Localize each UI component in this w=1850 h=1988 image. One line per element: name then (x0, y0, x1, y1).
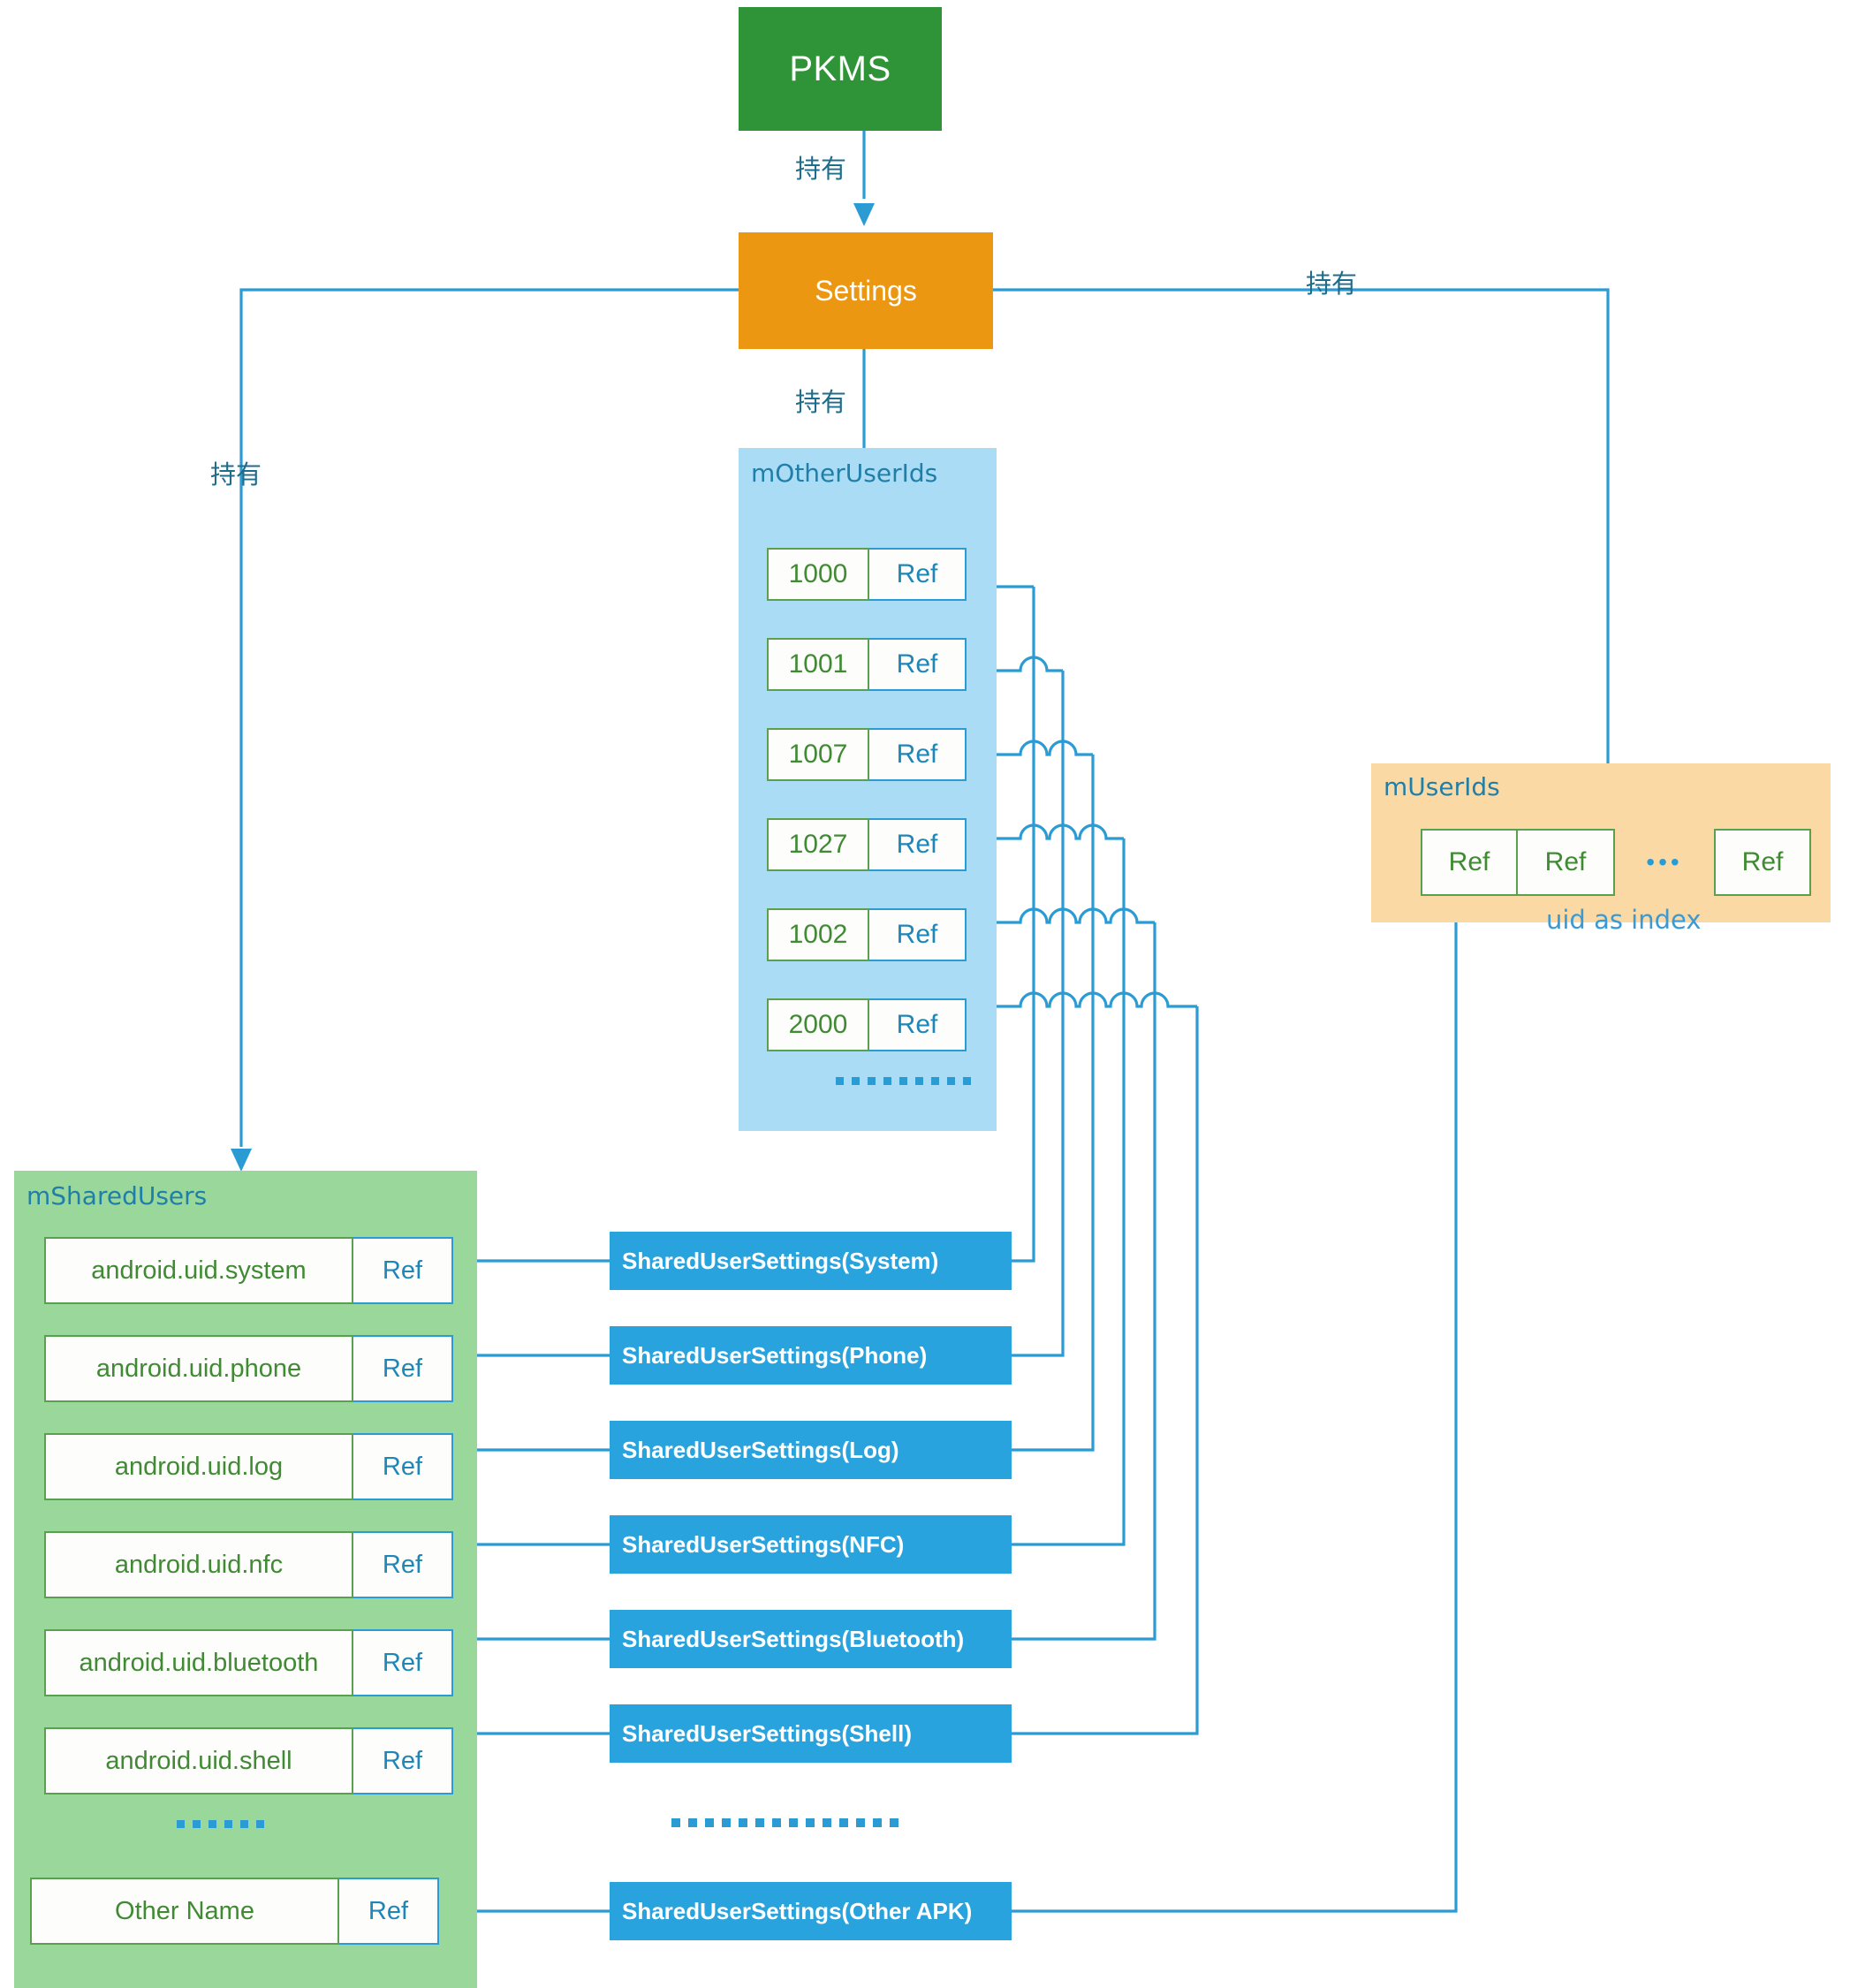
wire-other-1001-v (1012, 671, 1065, 1357)
shared-user-name-cell: android.uid.nfc (44, 1531, 353, 1598)
user-ids-cell-list: Ref Ref ••• Ref (1421, 829, 1811, 896)
ref-cell[interactable]: Ref (869, 818, 967, 871)
table-row[interactable]: android.uid.shell Ref (44, 1727, 453, 1795)
shared-user-settings-ellipsis (671, 1818, 898, 1827)
uid-cell: 2000 (767, 998, 869, 1051)
wire-settings-useridx (993, 288, 1610, 763)
ref-cell[interactable]: Ref (869, 548, 967, 601)
node-shared-user-settings-log[interactable]: SharedUserSettings(Log) (610, 1421, 1012, 1479)
uid-cell: 1027 (767, 818, 869, 871)
edge-label-settings-otheruserids: 持有 (795, 387, 847, 417)
ref-cell[interactable]: Ref (353, 1433, 453, 1500)
table-row[interactable]: 2000 Ref (767, 998, 967, 1051)
table-row[interactable]: android.uid.system Ref (44, 1237, 453, 1304)
wire-other-2000-v (1012, 1006, 1199, 1735)
container-user-ids-title: mUserIds (1384, 772, 1500, 801)
node-label: SharedUserSettings(Phone) (622, 1341, 928, 1369)
table-row[interactable]: 1027 Ref (767, 818, 967, 871)
ref-cell[interactable]: Ref (1714, 829, 1811, 896)
ref-cell[interactable]: Ref (339, 1878, 439, 1945)
uid-cell: 1000 (767, 548, 869, 601)
arrowhead-settings-sharedusers (231, 1149, 252, 1172)
other-user-ids-ellipsis (836, 1077, 971, 1085)
table-row[interactable]: 1007 Ref (767, 728, 967, 781)
wire-other-1000-v (1012, 587, 1035, 1263)
container-other-user-ids: mOtherUserIds 1000 Ref 1001 Ref 1007 Ref… (739, 448, 997, 1131)
shared-user-name-cell: android.uid.bluetooth (44, 1629, 353, 1696)
node-settings[interactable]: Settings (739, 232, 993, 349)
edge-label-settings-sharedusers: 持有 (210, 459, 262, 489)
edge-label-pkms-settings: 持有 (795, 154, 847, 184)
node-pkms[interactable]: PKMS (739, 7, 942, 131)
shared-users-ellipsis (177, 1820, 264, 1828)
shared-user-name-cell: android.uid.shell (44, 1727, 353, 1795)
node-shared-user-settings-other-apk[interactable]: SharedUserSettings(Other APK) (610, 1882, 1012, 1940)
ref-cell[interactable]: Ref (869, 728, 967, 781)
node-label: SharedUserSettings(Shell) (622, 1719, 912, 1747)
container-user-ids: mUserIds Ref Ref ••• Ref uid as index (1371, 763, 1831, 935)
node-shared-user-settings-nfc[interactable]: SharedUserSettings(NFC) (610, 1515, 1012, 1574)
node-shared-user-settings-shell[interactable]: SharedUserSettings(Shell) (610, 1704, 1012, 1763)
table-row[interactable]: 1001 Ref (767, 638, 967, 691)
node-label: SharedUserSettings(Bluetooth) (622, 1625, 965, 1652)
ref-cell[interactable]: Ref (353, 1629, 453, 1696)
table-row[interactable]: android.uid.log Ref (44, 1433, 453, 1500)
ref-cell[interactable]: Ref (1421, 829, 1518, 896)
node-pkms-label: PKMS (789, 49, 891, 88)
node-settings-label: Settings (815, 274, 917, 307)
table-row[interactable]: android.uid.nfc Ref (44, 1531, 453, 1598)
container-other-user-ids-title: mOtherUserIds (751, 459, 938, 488)
ref-cell[interactable]: Ref (869, 998, 967, 1051)
node-shared-user-settings-phone[interactable]: SharedUserSettings(Phone) (610, 1326, 1012, 1385)
ref-cell[interactable]: Ref (353, 1531, 453, 1598)
uid-cell: 1001 (767, 638, 869, 691)
shared-users-row-list: android.uid.system Ref android.uid.phone… (44, 1237, 453, 1825)
table-row[interactable]: 1002 Ref (767, 908, 967, 961)
ref-cell[interactable]: Ref (869, 638, 967, 691)
ref-cell[interactable]: Ref (353, 1335, 453, 1402)
wire-settings-sharedusers (239, 288, 739, 1147)
other-user-ids-row-list: 1000 Ref 1001 Ref 1007 Ref 1027 Ref 1002… (767, 548, 967, 1089)
ref-cell[interactable]: Ref (353, 1727, 453, 1795)
arrowhead-pkms-settings (853, 203, 875, 226)
node-label: SharedUserSettings(Other APK) (622, 1897, 973, 1924)
container-shared-users: mSharedUsers android.uid.system Ref andr… (14, 1171, 477, 1988)
uid-cell: 1002 (767, 908, 869, 961)
node-label: SharedUserSettings(Log) (622, 1436, 899, 1463)
shared-user-name-cell: android.uid.system (44, 1237, 353, 1304)
shared-user-name-cell: android.uid.phone (44, 1335, 353, 1402)
ref-cell[interactable]: Ref (869, 908, 967, 961)
table-row[interactable]: android.uid.bluetooth Ref (44, 1629, 453, 1696)
wire-other-1027-v (1012, 838, 1126, 1546)
node-label: SharedUserSettings(System) (622, 1247, 939, 1274)
wire-other-1002-v (1012, 922, 1156, 1641)
node-label: SharedUserSettings(NFC) (622, 1530, 905, 1558)
edge-label-settings-userids: 持有 (1306, 269, 1358, 299)
uid-cell: 1007 (767, 728, 869, 781)
shared-user-name-cell: Other Name (30, 1878, 339, 1945)
wire-other-1002-h (972, 907, 1155, 924)
wire-other-2000-h (972, 991, 1197, 1008)
node-shared-user-settings-system[interactable]: SharedUserSettings(System) (610, 1232, 1012, 1290)
table-row[interactable]: android.uid.phone Ref (44, 1335, 453, 1402)
ref-cell[interactable]: Ref (1518, 829, 1615, 896)
table-row[interactable]: 1000 Ref (767, 548, 967, 601)
table-row-other-name[interactable]: Other Name Ref (30, 1878, 439, 1945)
user-ids-caption: uid as index (1546, 905, 1702, 935)
container-shared-users-title: mSharedUsers (27, 1181, 208, 1210)
shared-user-name-cell: android.uid.log (44, 1433, 353, 1500)
node-shared-user-settings-bluetooth[interactable]: SharedUserSettings(Bluetooth) (610, 1610, 1012, 1668)
user-ids-ellipsis: ••• (1646, 848, 1683, 876)
ref-cell[interactable]: Ref (353, 1237, 453, 1304)
wire-other-1007-v (1012, 755, 1095, 1452)
wire-userids-otherapk (1012, 896, 1458, 1913)
